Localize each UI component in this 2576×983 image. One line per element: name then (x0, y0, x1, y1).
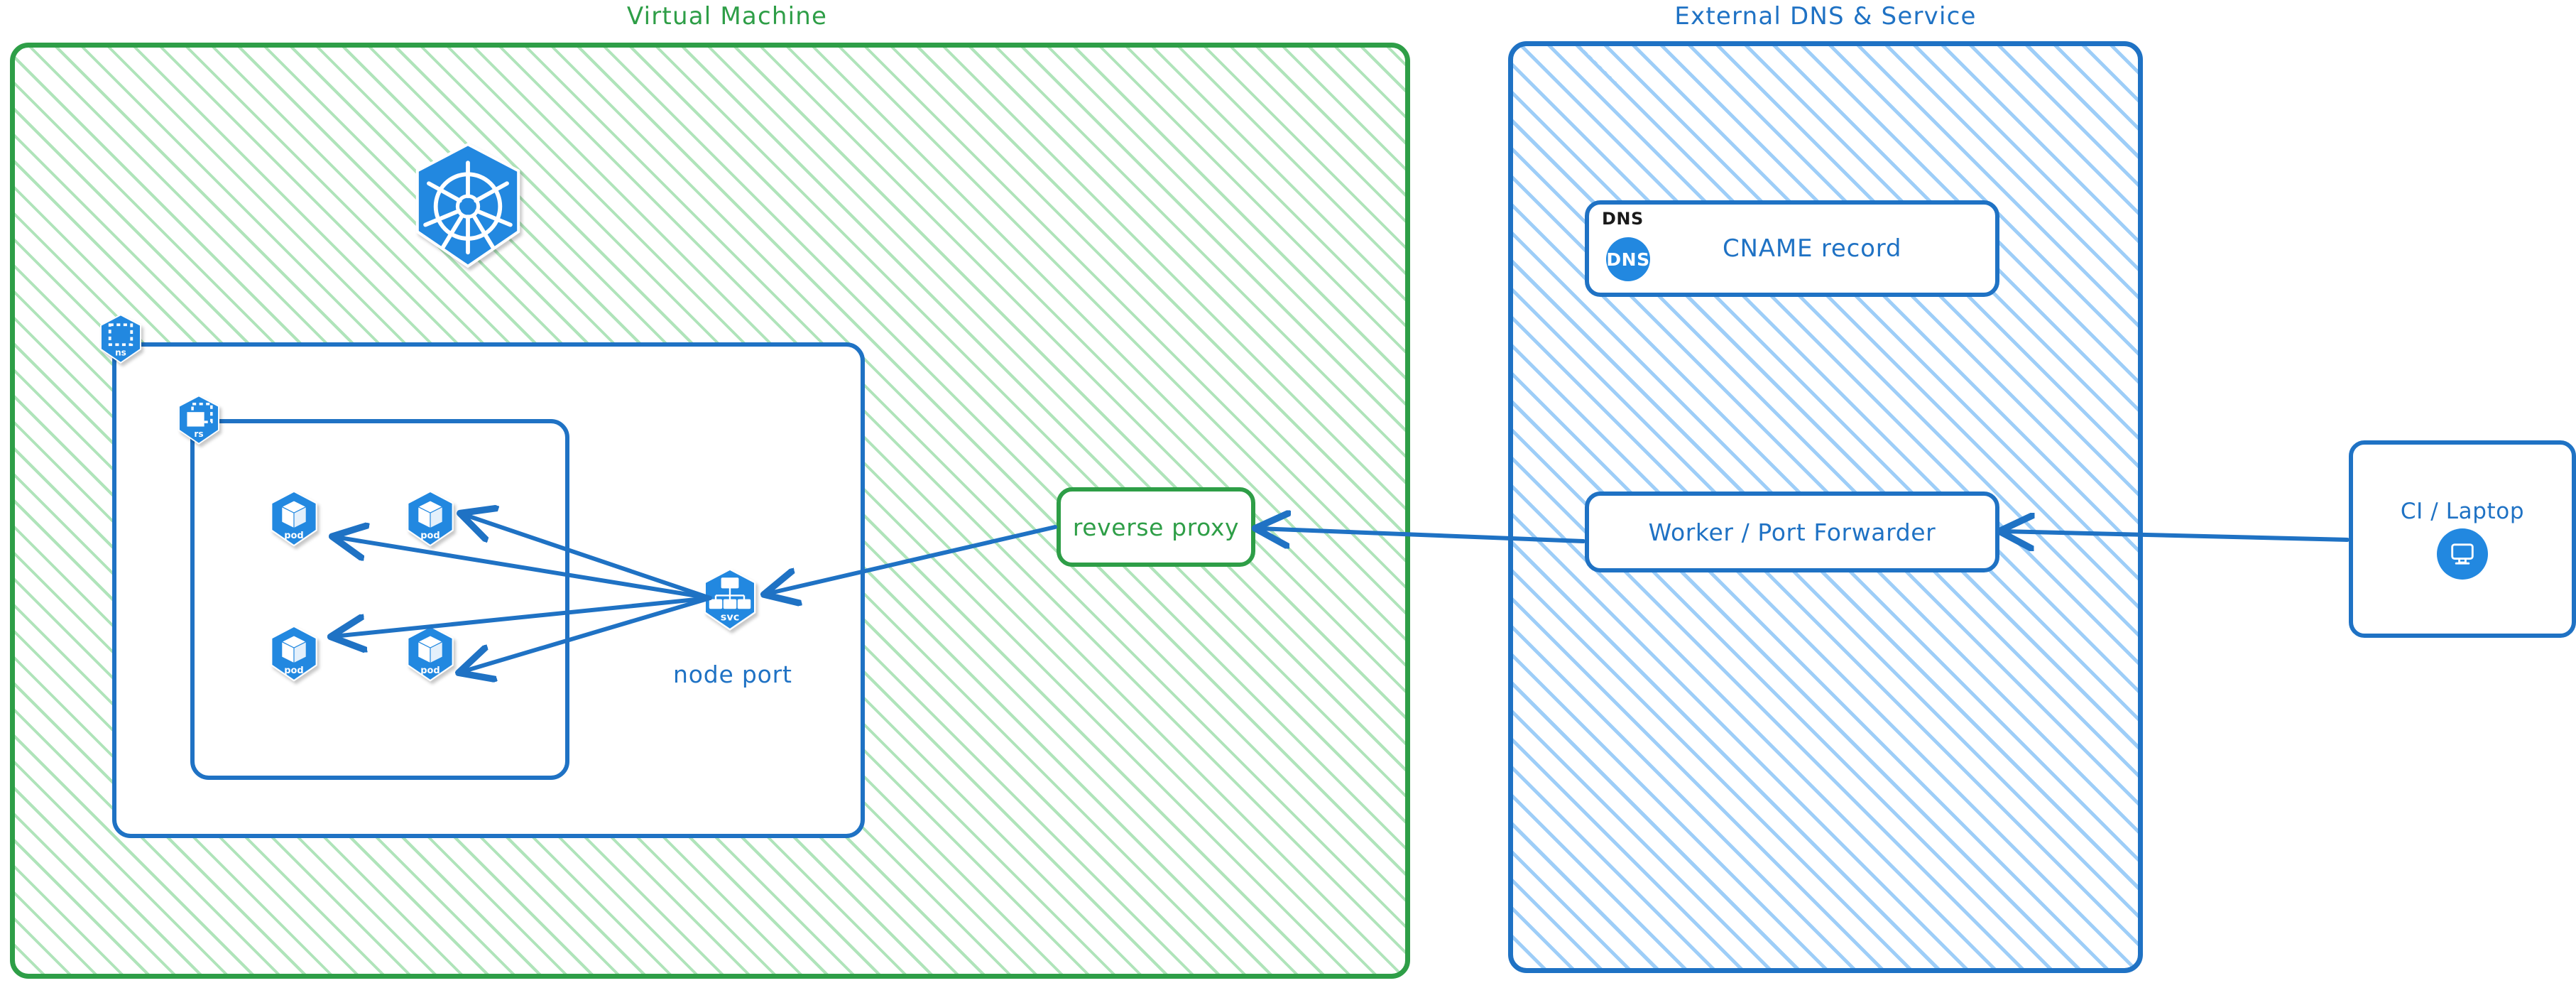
ci-laptop-label: CI / Laptop (2400, 499, 2525, 524)
pod-badge-label: pod (284, 531, 303, 541)
external-dns-service-panel-title: External DNS & Service (1674, 2, 1977, 31)
node-port-caption: node port (673, 661, 792, 688)
cname-record-label: CNAME record (1723, 234, 1902, 263)
dns-badge-icon: DNS (1606, 237, 1650, 281)
dns-cname-record-card[interactable]: DNS DNS CNAME record (1585, 200, 1999, 297)
kubernetes-service-icon: svc (702, 568, 758, 631)
namespace-badge-label: ns (115, 348, 126, 358)
worker-port-forwarder-box[interactable]: Worker / Port Forwarder (1585, 492, 1999, 572)
kubernetes-pod-icon-1: pod (268, 490, 320, 547)
replicaset-boundary-box (190, 419, 569, 780)
service-badge-label: svc (721, 612, 739, 624)
desktop-monitor-icon (2437, 528, 2488, 580)
ci-laptop-box[interactable]: CI / Laptop (2349, 440, 2576, 638)
reverse-proxy-label: reverse proxy (1072, 513, 1240, 541)
worker-port-forwarder-label: Worker / Port Forwarder (1648, 518, 1936, 546)
kubernetes-replicaset-icon: rs (176, 395, 222, 445)
kubernetes-pod-icon-4: pod (405, 625, 456, 682)
kubernetes-pod-icon-3: pod (268, 625, 320, 682)
kubernetes-pod-icon-2: pod (405, 490, 456, 547)
pod-badge-label: pod (420, 666, 440, 676)
reverse-proxy-box[interactable]: reverse proxy (1057, 487, 1255, 567)
kubernetes-namespace-icon: ns (98, 314, 143, 364)
dns-card-tag: DNS (1602, 209, 1644, 229)
pod-badge-label: pod (420, 531, 440, 541)
replicaset-badge-label: rs (194, 429, 203, 439)
kubernetes-wheel-icon (410, 142, 525, 268)
virtual-machine-panel-title: Virtual Machine (626, 2, 828, 31)
pod-badge-label: pod (284, 666, 303, 676)
